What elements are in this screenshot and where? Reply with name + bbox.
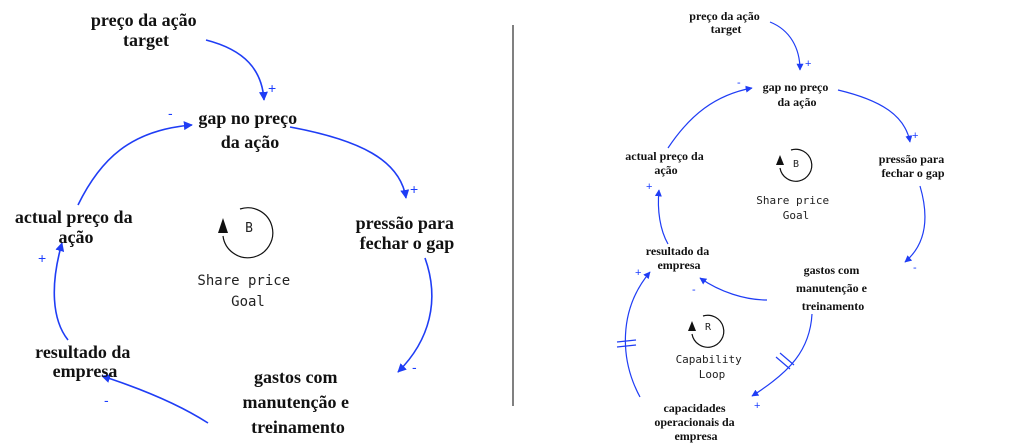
node-target-r: preço da ação target [689, 9, 762, 36]
link-gastos-resultado [101, 374, 209, 424]
delay-mark-capacidades-resultado [616, 339, 637, 348]
polarity-target-gap-r: + [805, 58, 811, 70]
link-actual-gap [77, 121, 193, 206]
polarity-gap-pressao: + [410, 181, 418, 197]
polarity-actual-gap-r: - [737, 77, 741, 89]
node-gastos: gastos com manutenção e treinamento [243, 367, 354, 437]
polarity-target-gap: + [268, 80, 276, 96]
node-gap-r: gap no preço da ação [763, 80, 832, 109]
polarity-gastos-capacidades: + [754, 400, 760, 412]
polarity-resultado-actual-r: + [646, 181, 652, 193]
node-actual: actual preço da ação [15, 207, 137, 247]
left-diagram: preço da ação target gap no preço da açã… [15, 10, 459, 437]
polarity-resultado-actual: + [38, 250, 46, 266]
node-pressao: pressão para fechar o gap [356, 213, 459, 253]
loop-symbol-balancing-r: B [776, 148, 813, 182]
delay-mark-gastos-capacidades [775, 352, 795, 370]
node-target: preço da ação target [91, 10, 201, 50]
link-gap-pressao-r [837, 89, 913, 143]
node-gap: gap no preço da ação [198, 108, 301, 152]
loop-symbol-reinforcing-r: R [688, 314, 725, 348]
loop-name-share-price-r: Share price Goal [756, 194, 835, 222]
polarity-pressao-gastos: - [412, 359, 417, 375]
svg-text:R: R [705, 322, 712, 333]
link-target-gap [205, 39, 268, 101]
link-pressao-gastos [397, 257, 433, 373]
link-capacidades-resultado [624, 271, 651, 398]
node-gastos-r: gastos com manutenção e treinamento [796, 263, 870, 313]
link-resultado-actual [53, 242, 69, 341]
right-diagram: preço da ação target gap no preço da açã… [616, 9, 947, 443]
loop-symbol-balancing: B [218, 207, 274, 259]
link-actual-gap-r [667, 85, 753, 149]
loop-name-capability-r: Capability Loop [676, 353, 749, 381]
node-resultado-r: resultado da empresa [646, 244, 712, 272]
link-resultado-actual-r [654, 189, 669, 245]
polarity-pressao-gastos-r: - [913, 262, 917, 274]
link-target-gap-r [769, 21, 804, 71]
node-actual-r: actual preço da ação [625, 149, 706, 177]
link-pressao-gastos-r [904, 185, 926, 263]
svg-text:B: B [245, 221, 253, 236]
node-capacidades-r: capacidades operacionais da empresa [654, 401, 737, 443]
link-gastos-resultado-r [699, 277, 768, 301]
node-resultado: resultado da empresa [35, 342, 135, 381]
polarity-capacidades-resultado: + [635, 267, 641, 279]
polarity-actual-gap: - [168, 105, 173, 121]
loop-name-share-price: Share price Goal [197, 273, 298, 310]
svg-text:B: B [793, 159, 799, 170]
node-pressao-r: pressão para fechar o gap [879, 152, 947, 180]
polarity-gap-pressao-r: + [912, 130, 918, 142]
link-gastos-capacidades [751, 313, 813, 397]
link-gap-pressao [289, 126, 410, 199]
polarity-gastos-resultado-r: - [692, 284, 696, 296]
polarity-gastos-resultado: - [104, 392, 109, 408]
